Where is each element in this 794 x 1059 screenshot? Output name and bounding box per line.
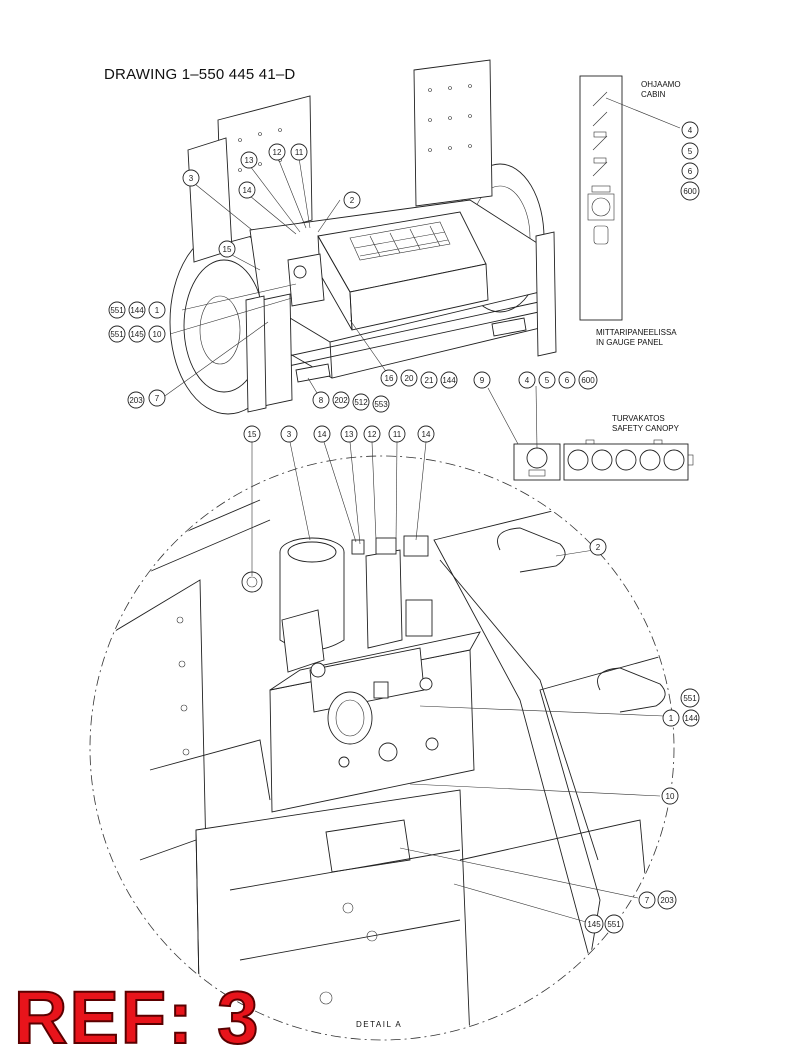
label-safety-canopy-en: SAFETY CANOPY (612, 424, 679, 433)
balloon-4-cabin: 4 (688, 126, 693, 135)
balloon-551-b: 551 (110, 330, 124, 339)
balloon-5-cabin: 5 (688, 147, 693, 156)
leader-lines (161, 157, 665, 923)
balloon-512: 512 (354, 398, 368, 407)
balloon-12-top: 12 (273, 148, 282, 157)
balloon-15-detail: 15 (248, 430, 257, 439)
balloon-11-detail: 11 (393, 430, 402, 439)
detail-a-view (89, 455, 675, 1041)
balloon-600-cabin: 600 (683, 187, 697, 196)
balloon-551-detail-b: 551 (607, 920, 621, 929)
label-safety-canopy: TURVAKATOS SAFETY CANOPY (612, 414, 679, 434)
label-cabin-en: CABIN (641, 90, 666, 99)
balloon-8: 8 (319, 396, 324, 405)
balloon-14-detail-a: 14 (318, 430, 327, 439)
balloon-144-a: 144 (130, 306, 144, 315)
balloon-2-detail: 2 (596, 543, 601, 552)
canopy-gauge-panel (513, 439, 694, 481)
balloon-20: 20 (405, 374, 414, 383)
balloon-600-canopy: 600 (581, 376, 595, 385)
drawing-title: DRAWING 1–550 445 41–D (104, 66, 296, 83)
balloon-4-canopy: 4 (525, 376, 530, 385)
balloon-203-a: 203 (129, 396, 143, 405)
balloon-14-top: 14 (243, 186, 252, 195)
balloon-6-cabin: 6 (688, 167, 693, 176)
part-balloons: 3 13 12 11 14 2 15 551 144 1 551 145 10 … (108, 121, 700, 934)
balloon-144-detail: 144 (684, 714, 698, 723)
balloon-5-canopy: 5 (545, 376, 550, 385)
detail-a-label: DETAIL A (356, 1020, 403, 1029)
balloon-13-detail: 13 (345, 430, 354, 439)
balloon-21: 21 (425, 376, 434, 385)
balloon-10-detail: 10 (666, 792, 675, 801)
balloon-11-top: 11 (295, 148, 304, 157)
balloon-1-detail: 1 (669, 714, 674, 723)
label-safety-canopy-fi: TURVAKATOS (612, 414, 665, 423)
balloon-551-a: 551 (110, 306, 124, 315)
balloon-12-detail: 12 (368, 430, 377, 439)
balloon-145-detail: 145 (587, 920, 601, 929)
balloon-3-top: 3 (189, 174, 194, 183)
balloon-7-a: 7 (155, 394, 160, 403)
balloon-6-canopy: 6 (565, 376, 570, 385)
balloon-1-a: 1 (155, 306, 160, 315)
balloon-9: 9 (480, 376, 485, 385)
balloon-2-top: 2 (350, 196, 355, 205)
balloon-203-detail: 203 (660, 896, 674, 905)
label-cabin: OHJAAMO CABIN (641, 80, 681, 100)
balloon-144-b: 144 (442, 376, 456, 385)
balloon-145-a: 145 (130, 330, 144, 339)
label-gauge-panel-fi: MITTARIPANEELISSA (596, 328, 677, 337)
cabin-panel (579, 75, 681, 321)
balloon-7-detail: 7 (645, 896, 650, 905)
label-cabin-fi: OHJAAMO (641, 80, 681, 89)
balloon-10-a: 10 (153, 330, 162, 339)
label-gauge-panel-en: IN GAUGE PANEL (596, 338, 663, 347)
balloon-13-top: 13 (245, 156, 254, 165)
balloon-3-detail: 3 (287, 430, 292, 439)
balloon-14-detail-b: 14 (422, 430, 431, 439)
ref-label: REF: 3 (13, 976, 261, 1059)
machine-assembly (169, 59, 557, 415)
balloon-553: 553 (374, 400, 388, 409)
balloon-551-detail: 551 (683, 694, 697, 703)
balloon-16: 16 (385, 374, 394, 383)
balloon-202: 202 (334, 396, 348, 405)
balloon-15-top: 15 (223, 245, 232, 254)
label-gauge-panel: MITTARIPANEELISSA IN GAUGE PANEL (596, 328, 677, 348)
